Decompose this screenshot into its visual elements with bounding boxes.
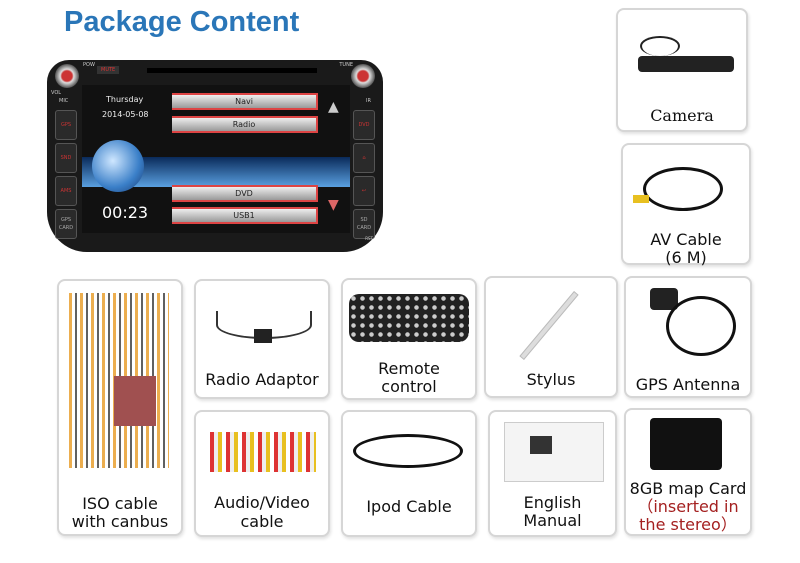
gps-card-slot: GPS CARD <box>55 209 77 239</box>
stereo-screen: Thursday 2014-05-08 00:23 Navi Radio DVD… <box>82 85 350 233</box>
menu-radio: Radio <box>172 116 318 133</box>
down-arrow-icon: ▼ <box>328 197 339 213</box>
canbus-box-image <box>114 376 156 426</box>
mute-button: MUTE <box>97 66 120 74</box>
gps-cable-image <box>666 296 736 356</box>
tune-knob <box>351 64 375 88</box>
gps-antenna-image <box>650 288 678 310</box>
clock-text: 00:23 <box>102 203 149 222</box>
gps-button: GPS <box>55 110 77 140</box>
gps-antenna-label: GPS Antenna <box>635 375 741 394</box>
radio-adaptor-label: Radio Adaptor <box>205 370 319 389</box>
iso-cable-card: ISO cable with canbus <box>57 279 183 536</box>
camera-image <box>638 56 734 72</box>
menu-navi: Navi <box>172 93 318 110</box>
day-text: Thursday <box>106 95 144 104</box>
rca-plug-image <box>633 195 649 203</box>
stylus-label: Stylus <box>526 370 576 389</box>
rst-label: RST <box>365 236 373 241</box>
map-card-label: 8GB map Card <box>629 479 747 498</box>
ipod-cable-label: Ipod Cable <box>366 497 452 516</box>
snd-button: SND <box>55 143 77 173</box>
ir-label: IR <box>366 98 371 104</box>
av-cable-card: AV Cable (6 M) <box>621 143 751 267</box>
adaptor-box-image <box>254 329 272 343</box>
camera-label: Camera <box>650 106 714 125</box>
sd-card-slot: SD CARD <box>353 209 375 239</box>
volume-knob <box>55 64 79 88</box>
mic-label: MIC <box>59 98 69 104</box>
map-card-card: 8GB map Card （inserted in the stereo） <box>624 408 752 536</box>
tune-label: TUNE <box>339 62 353 68</box>
av-cable-length: (6 M) <box>665 248 707 267</box>
iso-cable-label: ISO cable <box>82 494 158 513</box>
globe-icon <box>92 140 144 192</box>
map-card-note-2: the stereo） <box>639 515 737 534</box>
iso-cable-sub: with canbus <box>71 512 169 531</box>
audio-video-cable-card: Audio/Video cable <box>194 410 330 537</box>
manual-image <box>504 422 604 482</box>
radio-adaptor-card: Radio Adaptor <box>194 279 330 399</box>
audio-video-sub: cable <box>240 512 284 531</box>
menu-usb: USB1 <box>172 207 318 224</box>
stylus-image <box>519 291 579 360</box>
remote-sub: control <box>381 377 437 396</box>
map-card-note-1: （inserted in <box>637 497 739 516</box>
pow-label: POW <box>83 62 95 68</box>
page-title: Package Content <box>64 6 300 38</box>
audio-video-label: Audio/Video <box>214 493 310 512</box>
remote-label: Remote <box>378 359 440 378</box>
gps-antenna-card: GPS Antenna <box>624 276 752 398</box>
av-cable-image <box>643 167 723 211</box>
ams-button: AMS <box>55 176 77 206</box>
ipod-cable-card: Ipod Cable <box>341 410 477 537</box>
audio-video-cable-image <box>210 432 316 472</box>
remote-image <box>349 294 469 342</box>
stylus-card: Stylus <box>484 276 618 398</box>
disc-slot <box>147 68 317 73</box>
micro-sd-card-image <box>650 418 722 470</box>
camera-card: Camera <box>616 8 748 132</box>
manual-sub: Manual <box>523 511 582 530</box>
manual-card: English Manual <box>488 410 617 537</box>
dvd-button: DVD <box>353 110 375 140</box>
back-button: ↩ <box>353 176 375 206</box>
date-text: 2014-05-08 <box>102 110 149 119</box>
camera-cable-image <box>640 36 680 56</box>
car-stereo-image: POW MUTE TUNE VOL MIC GPS SND AMS GPS CA… <box>47 60 383 252</box>
manual-stereo-picture <box>530 436 552 454</box>
menu-dvd: DVD <box>172 185 318 202</box>
up-arrow-icon: ▲ <box>328 99 339 115</box>
home-button: ⌂ <box>353 143 375 173</box>
ipod-cable-image <box>353 434 463 468</box>
manual-label: English <box>523 493 582 512</box>
av-cable-label: AV Cable <box>650 230 722 249</box>
vol-label: VOL <box>51 90 62 96</box>
remote-card: Remote control <box>341 278 477 400</box>
